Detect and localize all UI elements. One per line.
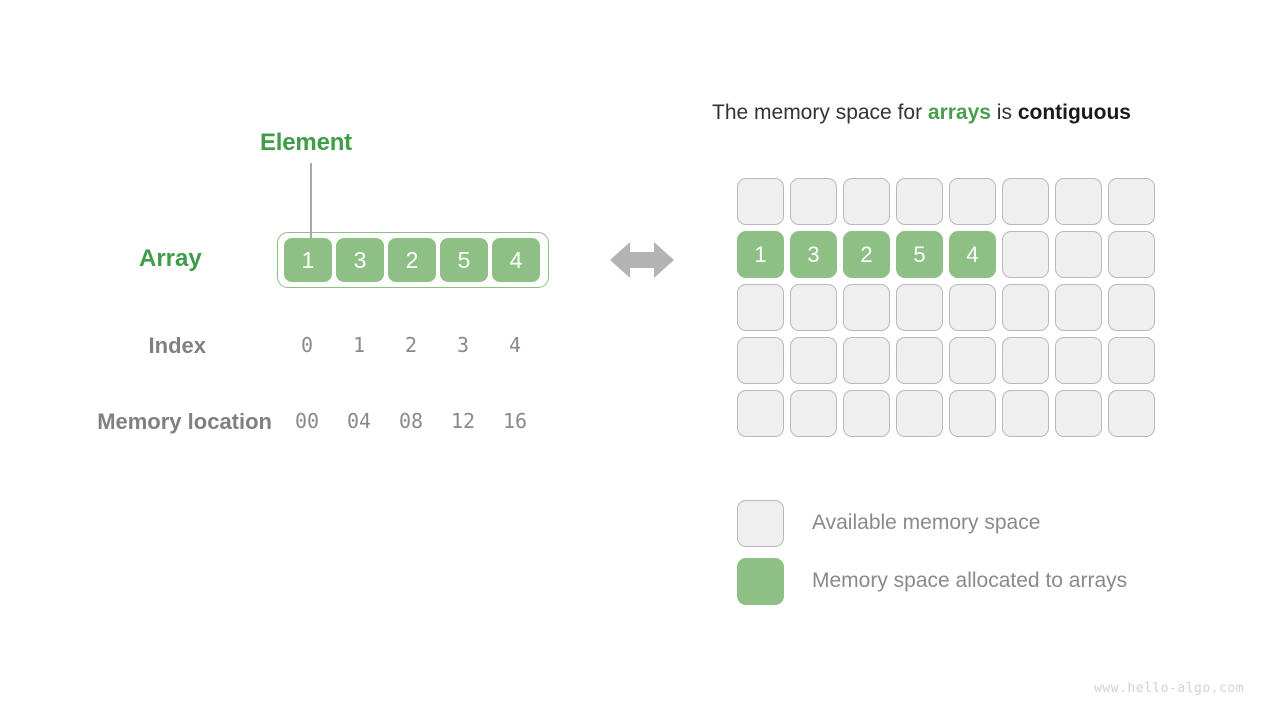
- memory-cell-empty: [1055, 231, 1102, 278]
- memory-cell-empty: [1108, 337, 1155, 384]
- memory-cell-empty: [949, 390, 996, 437]
- memory-location-value: 08: [398, 409, 424, 433]
- memory-cell-allocated: 3: [790, 231, 837, 278]
- memory-cell-empty: [843, 337, 890, 384]
- caption-part-2: is: [990, 101, 1018, 124]
- memory-cell-empty: [1002, 231, 1049, 278]
- index-value-row: 0 1 2 3 4: [281, 333, 541, 357]
- memory-cell-empty: [1055, 337, 1102, 384]
- memory-cell-allocated: 5: [896, 231, 943, 278]
- legend-swatch-allocated-icon: [737, 557, 784, 605]
- memory-location-row-label: Memory location: [97, 409, 272, 434]
- index-value: 2: [404, 333, 418, 357]
- memory-location-value: 00: [294, 409, 320, 433]
- index-row-label: Index: [148, 333, 206, 358]
- memory-cell-empty: [1002, 178, 1049, 225]
- memory-cell-empty: [1108, 178, 1155, 225]
- array-row-label: Array: [139, 245, 202, 272]
- memory-cell-empty: [790, 284, 837, 331]
- caption-highlight-arrays: arrays: [927, 101, 991, 124]
- memory-cell-empty: [790, 390, 837, 437]
- legend-swatch-available-icon: [737, 499, 784, 547]
- memory-location-value: 12: [450, 409, 476, 433]
- double-headed-arrow-icon: [610, 242, 674, 278]
- index-value: 3: [456, 333, 470, 357]
- memory-cell-empty: [896, 337, 943, 384]
- memory-caption: The memory space for arrays is contiguou…: [712, 101, 1131, 125]
- memory-cell-empty: [949, 284, 996, 331]
- element-callout-label: Element: [260, 129, 352, 156]
- array-container: 1 3 2 5 4: [277, 232, 549, 288]
- memory-cell-empty: [949, 337, 996, 384]
- element-callout-connector-line: [310, 163, 312, 239]
- legend-item-allocated: Memory space allocated to arrays: [737, 552, 1127, 610]
- caption-highlight-contiguous: contiguous: [1017, 101, 1131, 124]
- legend-label-available: Available memory space: [812, 511, 1041, 534]
- legend: Available memory space Memory space allo…: [737, 494, 1127, 610]
- watermark: www.hello-algo.com: [1094, 681, 1244, 696]
- memory-cell-empty: [843, 284, 890, 331]
- memory-cell-empty: [790, 337, 837, 384]
- memory-cell-empty: [949, 178, 996, 225]
- memory-cell-empty: [896, 178, 943, 225]
- legend-label-allocated: Memory space allocated to arrays: [812, 569, 1128, 592]
- legend-item-available: Available memory space: [737, 494, 1127, 552]
- memory-cell-empty: [1055, 284, 1102, 331]
- memory-cell-empty: [843, 390, 890, 437]
- array-cell: 1: [284, 238, 332, 282]
- memory-cell-empty: [790, 178, 837, 225]
- index-value: 4: [508, 333, 522, 357]
- memory-grid: 1 3 2 5 4: [737, 178, 1155, 437]
- memory-cell-empty: [1055, 390, 1102, 437]
- caption-part-1: The memory space for: [712, 101, 928, 124]
- memory-cell-empty: [843, 178, 890, 225]
- memory-cell-allocated: 4: [949, 231, 996, 278]
- memory-cell-empty: [1055, 178, 1102, 225]
- memory-cell-empty: [737, 178, 784, 225]
- memory-location-value: 04: [346, 409, 372, 433]
- memory-cell-empty: [1002, 337, 1049, 384]
- memory-cell-empty: [1108, 231, 1155, 278]
- array-cell: 2: [388, 238, 436, 282]
- memory-cell-empty: [1108, 390, 1155, 437]
- memory-cell-allocated: 2: [843, 231, 890, 278]
- index-value: 1: [352, 333, 366, 357]
- memory-cell-allocated: 1: [737, 231, 784, 278]
- memory-location-value-row: 00 04 08 12 16: [281, 409, 541, 433]
- array-cell: 4: [492, 238, 540, 282]
- memory-cell-empty: [896, 390, 943, 437]
- memory-cell-empty: [737, 390, 784, 437]
- memory-cell-empty: [737, 284, 784, 331]
- index-value: 0: [300, 333, 314, 357]
- memory-cell-empty: [1108, 284, 1155, 331]
- memory-cell-empty: [737, 337, 784, 384]
- array-cell: 3: [336, 238, 384, 282]
- array-cell: 5: [440, 238, 488, 282]
- memory-cell-empty: [1002, 284, 1049, 331]
- memory-location-value: 16: [502, 409, 528, 433]
- memory-cell-empty: [896, 284, 943, 331]
- memory-cell-empty: [1002, 390, 1049, 437]
